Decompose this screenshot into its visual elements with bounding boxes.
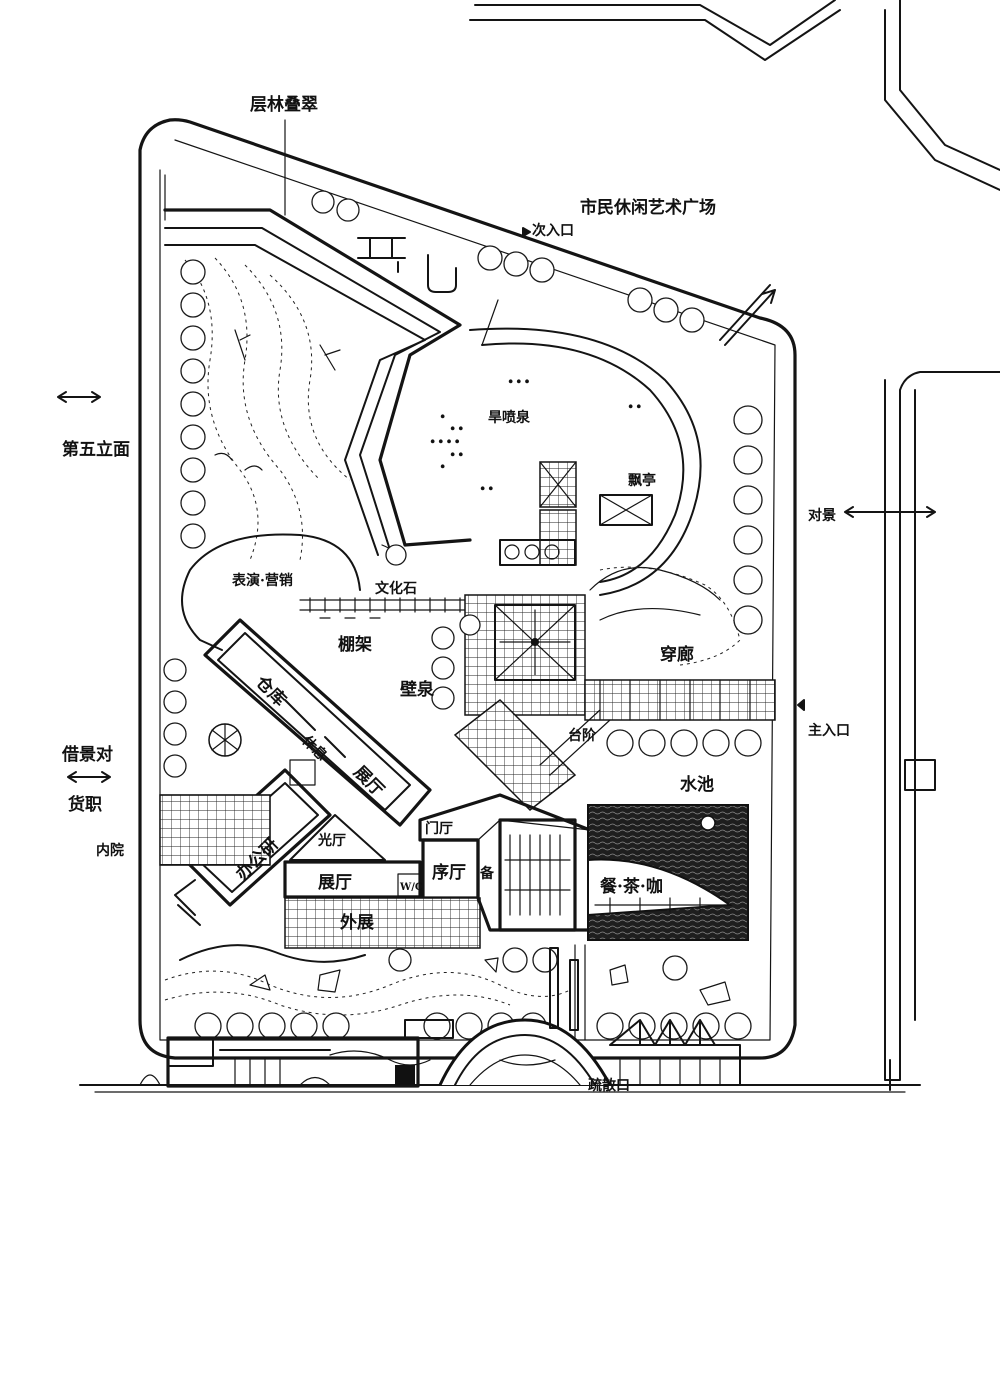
label-pavilion: 飘亭 [628,472,656,489]
diagonal-steps [453,699,611,811]
trellis-row [299,597,476,619]
building-wings [159,618,749,949]
pergola-forest-zone [163,119,472,561]
label-corridor: 穿廊 [660,644,694,665]
svg-text:• • •: • • • [508,378,530,388]
label-lobby: 门厅 [425,820,453,837]
site-boundary [138,118,797,1060]
svg-text:• •: • • [450,451,463,461]
label-freight: 货职 [68,794,102,815]
through-corridor [584,566,776,721]
label-citizen-plaza: 市民休闲艺术广场 [580,197,716,218]
label-storage: 仓库 [251,671,291,711]
svg-text:• •: • • [480,485,493,495]
label-exhibit-hall-b: 展厅 [318,873,352,893]
svg-text:• • • •: • • • • [430,438,460,448]
label-fifth-facade: 第五立面 [62,439,130,460]
label-culture-stone: 文化石 [375,580,417,597]
tree-row-west [163,259,206,778]
label-main-entry: 主入口 [808,722,850,739]
street-outlines [469,0,1000,1081]
label-exhibit-hall-a: 展厅 [349,762,387,800]
label-wall-fountain: 壁泉 [400,679,435,700]
label-scenic: 对景 [808,507,836,524]
bench-marks [357,237,457,293]
label-pergola-trees: 层林叠翠 [250,94,318,115]
pavilion [539,461,653,526]
label-water-pool: 水池 [680,774,714,795]
tree-row-east [733,405,763,635]
svg-text:• •: • • [450,425,463,435]
svg-text:•: • [440,413,445,423]
svg-text:• •: • • [628,403,641,413]
label-secondary-entry: 次入口 [532,222,574,239]
label-ramp: 台阶 [568,727,597,744]
performance-area [181,533,407,651]
plan-labels: 层林叠翠 市民休闲艺术广场 次入口 第五立面 旱喷泉 飘亭 对景 表演·营销 文… [61,94,850,1094]
tree-row-corridor [606,729,762,757]
tree-row-north [311,190,705,333]
label-light-hall: 光厅 [317,832,346,849]
label-performance: 表演·营销 [231,572,293,589]
label-cafe: 餐·茶·咖 [600,876,663,897]
label-inner-yard: 内院 [96,842,124,859]
label-prep: 备 [479,865,495,882]
label-borrowed-view: 借景对 [61,744,113,765]
south-garden [164,944,752,1041]
label-foyer: 序厅 [432,862,466,883]
svg-text:•: • [440,463,445,473]
label-wc: W/C [399,882,423,893]
building-elevation [79,947,921,1093]
label-dry-fountain: 旱喷泉 [488,409,531,426]
label-evacuation-exit: 疏散口 [588,1077,630,1094]
central-court [431,509,586,716]
citizen-plaza: • • • • • • • • • • • • • • • • • [429,299,702,596]
label-outdoor-exhibit: 外展 [340,912,374,933]
label-trellis: 棚架 [338,634,372,655]
